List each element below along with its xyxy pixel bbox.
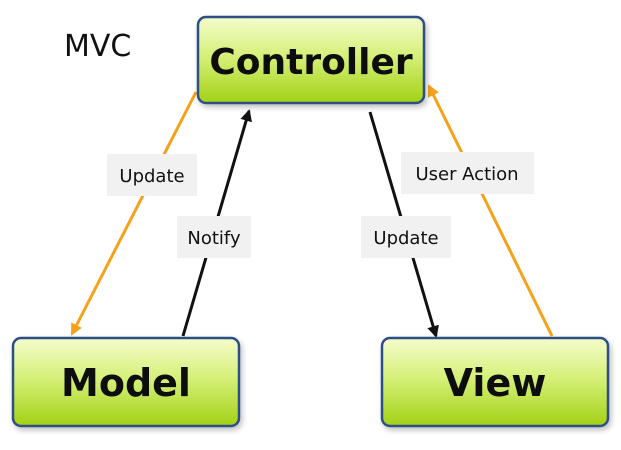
edge-label-controller-to-model: Update [107,154,197,196]
view-node: View [380,336,610,428]
model-label: Model [61,361,191,405]
arrow-controller-to-model [70,91,198,336]
controller-node: Controller [196,15,426,105]
diagram-title: MVC [64,29,131,64]
edge-label-text: Update [119,166,184,187]
edge-label-text: Notify [187,228,241,249]
arrow-view-to-controller [427,84,554,337]
edge-label-model-to-controller: Notify [177,216,251,258]
edge-label-text: Update [373,228,438,249]
edge-label-controller-to-view: Update [361,216,451,258]
edge-label-view-to-controller: User Action [401,152,534,194]
controller-label: Controller [209,42,413,83]
model-node: Model [11,336,241,428]
view-label: View [444,361,547,405]
edge-label-text: User Action [415,164,518,185]
